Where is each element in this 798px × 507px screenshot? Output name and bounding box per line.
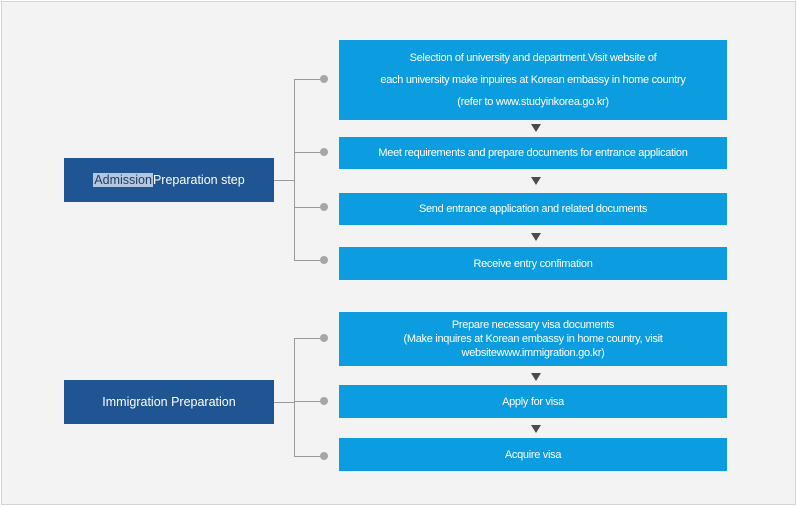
- step-text-line: Apply for visa: [502, 395, 564, 408]
- step-send-application: Send entrance application and related do…: [339, 193, 727, 225]
- admission-connector-spine: [294, 79, 295, 260]
- step-apply-visa: Apply for visa: [339, 385, 727, 418]
- connector-dot: [320, 148, 328, 156]
- admission-connector-stem: [274, 180, 294, 181]
- connector-dot: [320, 452, 328, 460]
- admission-highlight: Admission: [93, 173, 153, 187]
- step-prepare-visa-documents: Prepare necessary visa documents (Make i…: [339, 312, 727, 366]
- step-text-line: Acquire visa: [504, 448, 562, 461]
- connector-dot: [320, 75, 328, 83]
- immigration-connector-branch-1: [294, 338, 324, 339]
- down-arrow-icon: [531, 233, 541, 241]
- step-meet-requirements: Meet requirements and prepare documents …: [339, 137, 727, 169]
- step-text-line: (Make inquires at Korean embassy in home…: [403, 333, 663, 345]
- connector-dot: [320, 203, 328, 211]
- down-arrow-icon: [531, 373, 541, 381]
- down-arrow-icon: [531, 177, 541, 185]
- admission-label-rest: Preparation step: [152, 173, 245, 187]
- step-text-line: (refer to www.studyinkorea.go.kr): [457, 96, 609, 108]
- immigration-preparation-label: Immigration Preparation: [64, 380, 274, 424]
- down-arrow-icon: [531, 124, 541, 132]
- step-text-line: websitewww.immigration.go.kr): [461, 347, 605, 359]
- step-text-line: Selection of university and department.V…: [409, 52, 657, 64]
- connector-dot: [320, 256, 328, 264]
- admission-connector-branch-4: [294, 260, 324, 261]
- immigration-label-text: Immigration Preparation: [102, 395, 236, 409]
- step-select-university: Selection of university and department.V…: [339, 40, 727, 120]
- immigration-connector-branch-3: [294, 456, 324, 457]
- admission-preparation-label: Admission Preparation step: [64, 158, 274, 202]
- down-arrow-icon: [531, 425, 541, 433]
- admission-connector-branch-3: [294, 207, 324, 208]
- step-acquire-visa: Acquire visa: [339, 438, 727, 471]
- connector-dot: [320, 397, 328, 405]
- immigration-connector-spine: [294, 338, 295, 456]
- admission-connector-branch-1: [294, 79, 324, 80]
- admission-connector-branch-2: [294, 152, 324, 153]
- connector-dot: [320, 334, 328, 342]
- immigration-connector-branch-2: [294, 401, 324, 402]
- step-text-line: Meet requirements and prepare documents …: [378, 147, 688, 159]
- step-text-line: Receive entry confimation: [473, 257, 593, 270]
- immigration-connector-stem: [274, 402, 294, 403]
- step-text-line: Prepare necessary visa documents: [451, 319, 615, 331]
- step-receive-confirmation: Receive entry confimation: [339, 247, 727, 280]
- step-text-line: Send entrance application and related do…: [418, 203, 648, 215]
- step-text-line: each university make inpuires at Korean …: [380, 74, 686, 86]
